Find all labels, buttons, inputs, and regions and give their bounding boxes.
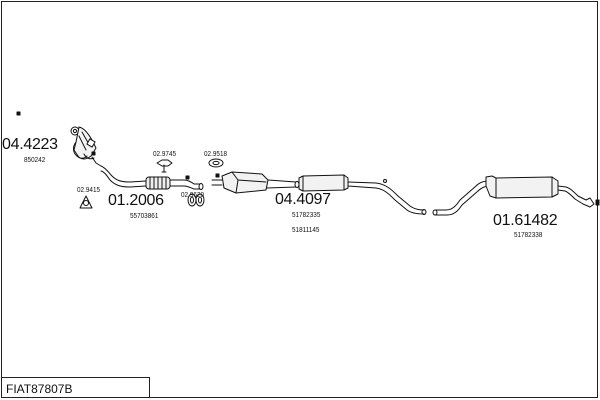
clamp-icon: [156, 159, 173, 173]
reference-code-box: FIAT87807B: [1, 377, 150, 398]
fitting-code-02-9415: 02.9415: [77, 185, 101, 194]
oem-number-55703861: 55703861: [130, 211, 159, 220]
hanger-icon: [16, 111, 600, 206]
triangle-gasket-icon: [79, 195, 93, 209]
ring-gasket-icon: [208, 158, 224, 168]
fitting-code-02-9620: 02.9620: [181, 190, 205, 199]
part-number-04-4097: 04.4097: [275, 191, 331, 208]
part-number-04-4223: 04.4223: [2, 136, 58, 153]
part-number-01-61482: 01.61482: [493, 212, 558, 229]
rear-silencer: [432, 175, 595, 216]
part-number-01-2006: 01.2006: [108, 192, 164, 209]
front-pipe: [100, 165, 204, 190]
reference-code: FIAT87807B: [6, 382, 73, 396]
oem-number-51811145: 51811145: [292, 225, 320, 234]
oem-number-51782335: 51782335: [292, 210, 321, 219]
catalytic-converter-manifold: [70, 126, 102, 167]
middle-silencer: [211, 171, 427, 215]
fitting-code-02-9745: 02.9745: [153, 149, 177, 158]
fitting-code-02-9518: 02.9518: [204, 149, 228, 158]
oem-number-51782338: 51782338: [514, 230, 543, 239]
oem-number-850242: 850242: [24, 155, 46, 164]
oval-gasket-icon: [187, 193, 205, 207]
